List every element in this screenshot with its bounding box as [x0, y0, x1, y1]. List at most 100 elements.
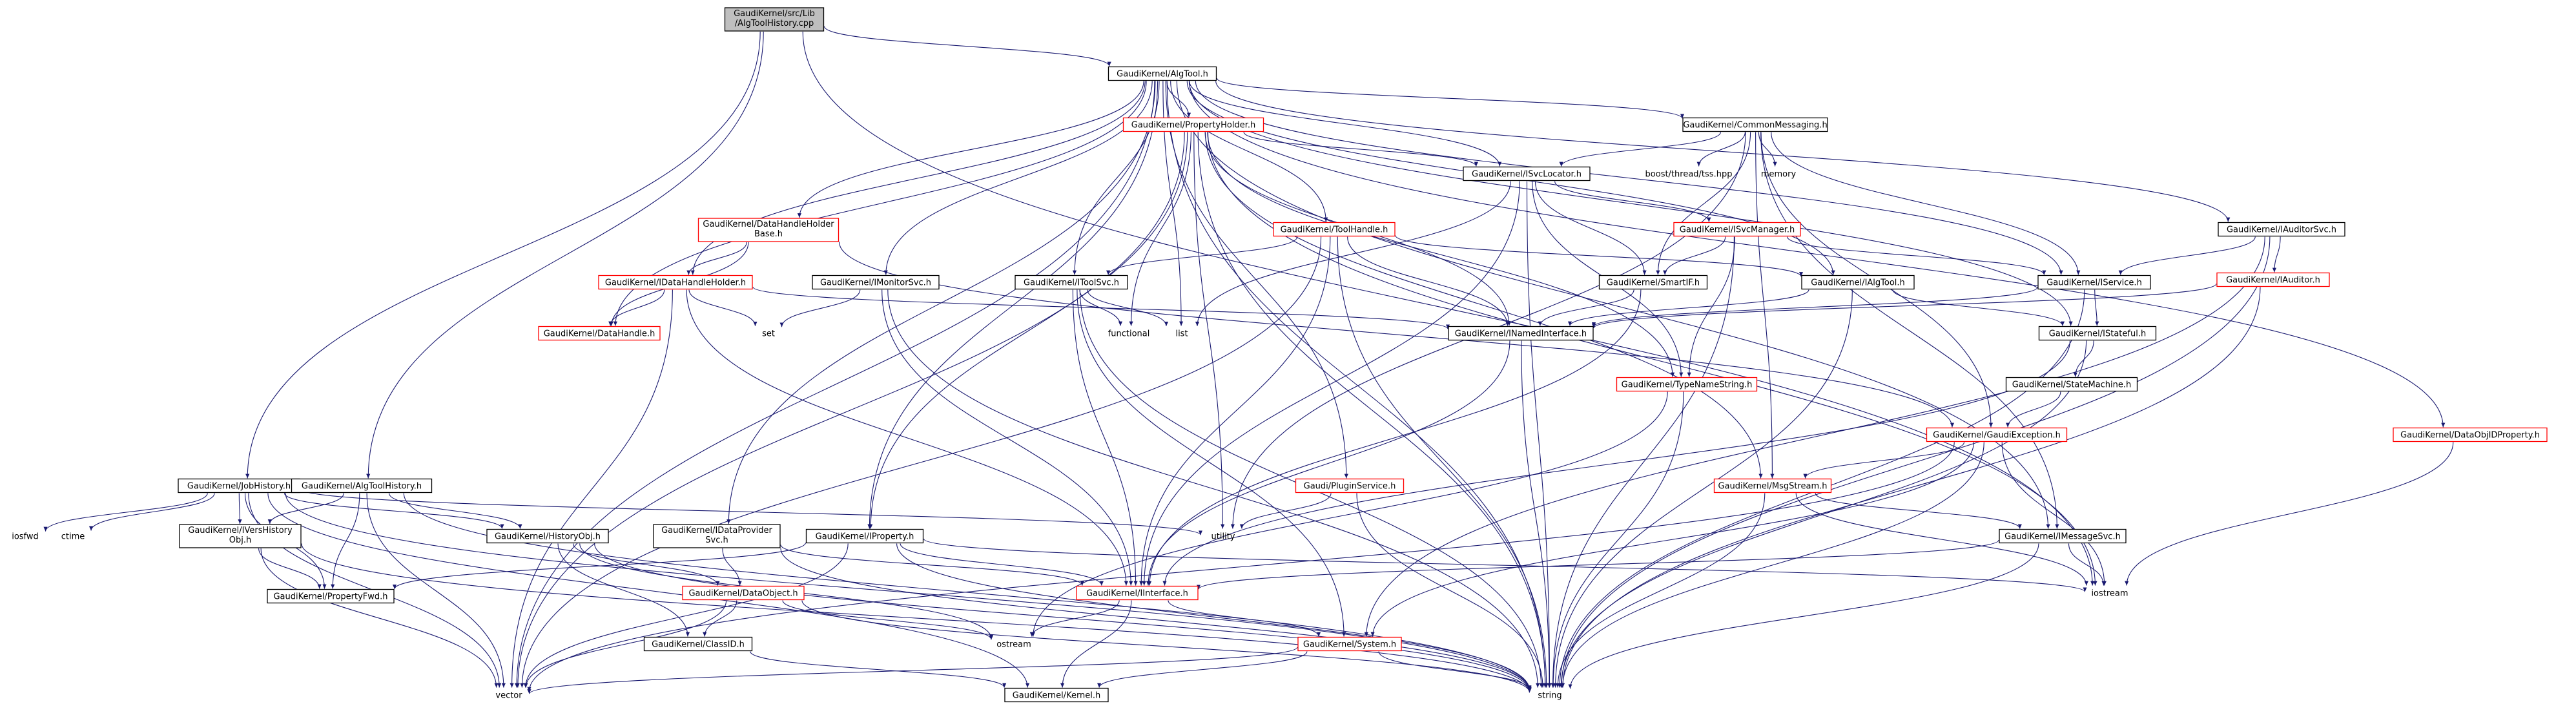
- node-gaudiexception[interactable]: GaudiKernel/GaudiException.h: [1926, 427, 2068, 442]
- edge-dataobject-to-ostream: [782, 600, 994, 640]
- edge-plugin_service-to-utility: [1239, 493, 1332, 529]
- edge-gaudiexception-to-string: [1560, 442, 1984, 688]
- node-historyobj[interactable]: GaudiKernel/HistoryObj.h: [486, 528, 609, 544]
- node-imessagesvc[interactable]: GaudiKernel/IMessageSvc.h: [1999, 528, 2127, 544]
- node-istateful[interactable]: GaudiKernel/IStateful.h: [2038, 326, 2157, 341]
- node-root[interactable]: GaudiKernel/src/Lib/AlgToolHistory.cpp: [724, 7, 825, 32]
- node-label: GaudiKernel/DataHandle.h: [544, 329, 655, 339]
- edge-iversionedhistory-to-propertyfwd: [258, 548, 322, 589]
- edge-ialgtool-to-inamedinterface: [1568, 289, 1809, 326]
- node-ialgtool[interactable]: GaudiKernel/IAlgTool.h: [1801, 275, 1915, 290]
- edge-jobhistory-to-iversionedhistory: [238, 493, 242, 524]
- node-plugin-service[interactable]: Gaudi/PluginService.h: [1295, 478, 1405, 493]
- node-isvclocator[interactable]: GaudiKernel/ISvcLocator.h: [1463, 166, 1591, 182]
- node-smartif[interactable]: GaudiKernel/SmartIF.h: [1598, 275, 1708, 290]
- node-utility: utility: [1211, 532, 1235, 542]
- node-label: GaudiKernel/AlgTool.h: [1117, 70, 1208, 79]
- node-box: [2216, 272, 2330, 287]
- node-ostream: ostream: [996, 640, 1031, 650]
- node-iauditorsvc[interactable]: GaudiKernel/IAuditorSvc.h: [2218, 222, 2345, 237]
- node-label: vector: [495, 691, 522, 701]
- node-datahandle[interactable]: GaudiKernel/DataHandle.h: [538, 326, 661, 341]
- node-kernel[interactable]: GaudiKernel/Kernel.h: [1004, 687, 1109, 703]
- edge-algtool_h-to-iauditorsvc: [1215, 81, 2231, 222]
- edge-propertyholder-to-iostream: [1207, 132, 2097, 586]
- node-label: GaudiKernel/IService.h: [2046, 278, 2142, 288]
- node-label: Base.h: [754, 229, 783, 239]
- edge-algtoolhistory-to-vector: [366, 493, 506, 688]
- node-label: GaudiKernel/IToolSvc.h: [1024, 278, 1119, 288]
- node-iauditor[interactable]: GaudiKernel/IAuditor.h: [2216, 272, 2330, 287]
- node-box: [1122, 117, 1264, 132]
- node-classid[interactable]: GaudiKernel/ClassID.h: [643, 636, 753, 652]
- node-system[interactable]: GaudiKernel/System.h: [1297, 636, 1402, 652]
- node-box: [1015, 275, 1128, 290]
- node-jobhistory[interactable]: GaudiKernel/JobHistory.h: [178, 478, 300, 493]
- node-dataobject[interactable]: GaudiKernel/DataObject.h: [682, 585, 805, 601]
- node-iproperty[interactable]: GaudiKernel/IProperty.h: [805, 528, 924, 544]
- edge-dataobject-to-classid: [703, 600, 737, 637]
- node-toolhandle[interactable]: GaudiKernel/ToolHandle.h: [1273, 222, 1396, 237]
- node-typenamestring[interactable]: GaudiKernel/TypeNameString.h: [1616, 377, 1758, 392]
- edge-iauditorsvc-to-system: [1364, 236, 2265, 637]
- node-box: [486, 528, 609, 544]
- node-iostream: iostream: [2091, 589, 2128, 599]
- node-isvcmanager[interactable]: GaudiKernel/ISvcManager.h: [1673, 222, 1801, 237]
- edge-plugin_service-to-string: [1356, 493, 1545, 688]
- node-statemachine[interactable]: GaudiKernel/StateMachine.h: [2005, 377, 2138, 392]
- node-box: [1448, 326, 1594, 341]
- node-box: [1999, 528, 2127, 544]
- node-imonitorsvc[interactable]: GaudiKernel/IMonitorSvc.h: [812, 275, 940, 290]
- node-idatahandleholder[interactable]: GaudiKernel/IDataHandleHolder.h: [598, 275, 753, 290]
- edge-propertyholder-to-typenamestring: [1207, 132, 1675, 377]
- node-box: [724, 7, 825, 32]
- node-commonmessaging[interactable]: GaudiKernel/CommonMessaging.h: [1682, 117, 1828, 132]
- node-iservice[interactable]: GaudiKernel/IService.h: [2037, 275, 2151, 290]
- edge-idatahandleholder-to-iinterface: [686, 289, 1128, 586]
- node-box: [538, 326, 661, 341]
- node-label: /AlgToolHistory.cpp: [735, 19, 814, 28]
- node-algtool-h[interactable]: GaudiKernel/AlgTool.h: [1108, 66, 1217, 81]
- edge-imonitorsvc-to-set: [779, 289, 861, 327]
- edge-iversionedhistory-to-vector: [260, 548, 499, 688]
- node-msgstream[interactable]: GaudiKernel/MsgStream.h: [1713, 478, 1832, 493]
- node-label: iosfwd: [12, 532, 39, 542]
- edge-algtool_h-to-commonmessaging: [1216, 78, 1684, 119]
- edge-classid-to-kernel: [750, 651, 1007, 688]
- node-propertyholder[interactable]: GaudiKernel/PropertyHolder.h: [1122, 117, 1264, 132]
- edge-idatahandleholder-to-vector: [510, 289, 673, 688]
- node-propertyfwd[interactable]: GaudiKernel/PropertyFwd.h: [267, 588, 395, 604]
- node-itoolsvc[interactable]: GaudiKernel/IToolSvc.h: [1015, 275, 1128, 290]
- edge-algtoolhistory-to-iversionedhistory: [267, 493, 344, 524]
- edge-jobhistory-to-iosfwd: [43, 493, 208, 532]
- edge-msgstream-to-imessagesvc: [1815, 493, 2022, 529]
- edge-iproperty-to-iinterface: [900, 543, 1104, 586]
- node-label: GaudiKernel/IInterface.h: [1086, 589, 1188, 599]
- node-label: GaudiKernel/IMonitorSvc.h: [820, 278, 931, 288]
- node-iinterface[interactable]: GaudiKernel/IInterface.h: [1076, 585, 1199, 601]
- edge-idataprovidersvc-to-iinterface: [780, 545, 1084, 586]
- edge-inamedinterface-to-string: [1521, 340, 1552, 688]
- node-label: GaudiKernel/ISvcManager.h: [1680, 225, 1795, 235]
- node-dataobjidproperty[interactable]: GaudiKernel/DataObjIDProperty.h: [2393, 427, 2548, 442]
- edge-imonitorsvc-to-iinterface: [881, 289, 1133, 586]
- node-box: [2038, 326, 2157, 341]
- node-box: [1682, 117, 1828, 132]
- node-algtoolhistory[interactable]: GaudiKernel/AlgToolHistory.h: [291, 478, 433, 493]
- edge-propertyholder-to-utility: [1193, 132, 1225, 529]
- edge-algtoolhistory-to-propertyfwd: [331, 493, 360, 589]
- edge-commonmessaging-to-memory: [1758, 132, 1777, 167]
- node-label: GaudiKernel/PropertyHolder.h: [1131, 121, 1256, 130]
- node-label: GaudiKernel/src/Lib: [734, 9, 815, 19]
- edge-toolhandle-to-vector: [520, 236, 1322, 688]
- edge-root-to-iostream: [802, 31, 2095, 586]
- edge-iproperty-to-propertyfwd: [393, 543, 807, 590]
- node-box: [682, 585, 805, 601]
- node-box: [805, 528, 924, 544]
- edge-propertyholder-to-isvclocator: [1243, 132, 1478, 167]
- node-inamedinterface[interactable]: GaudiKernel/INamedInterface.h: [1448, 326, 1594, 341]
- node-label: GaudiKernel/DataHandleHolder: [703, 220, 834, 229]
